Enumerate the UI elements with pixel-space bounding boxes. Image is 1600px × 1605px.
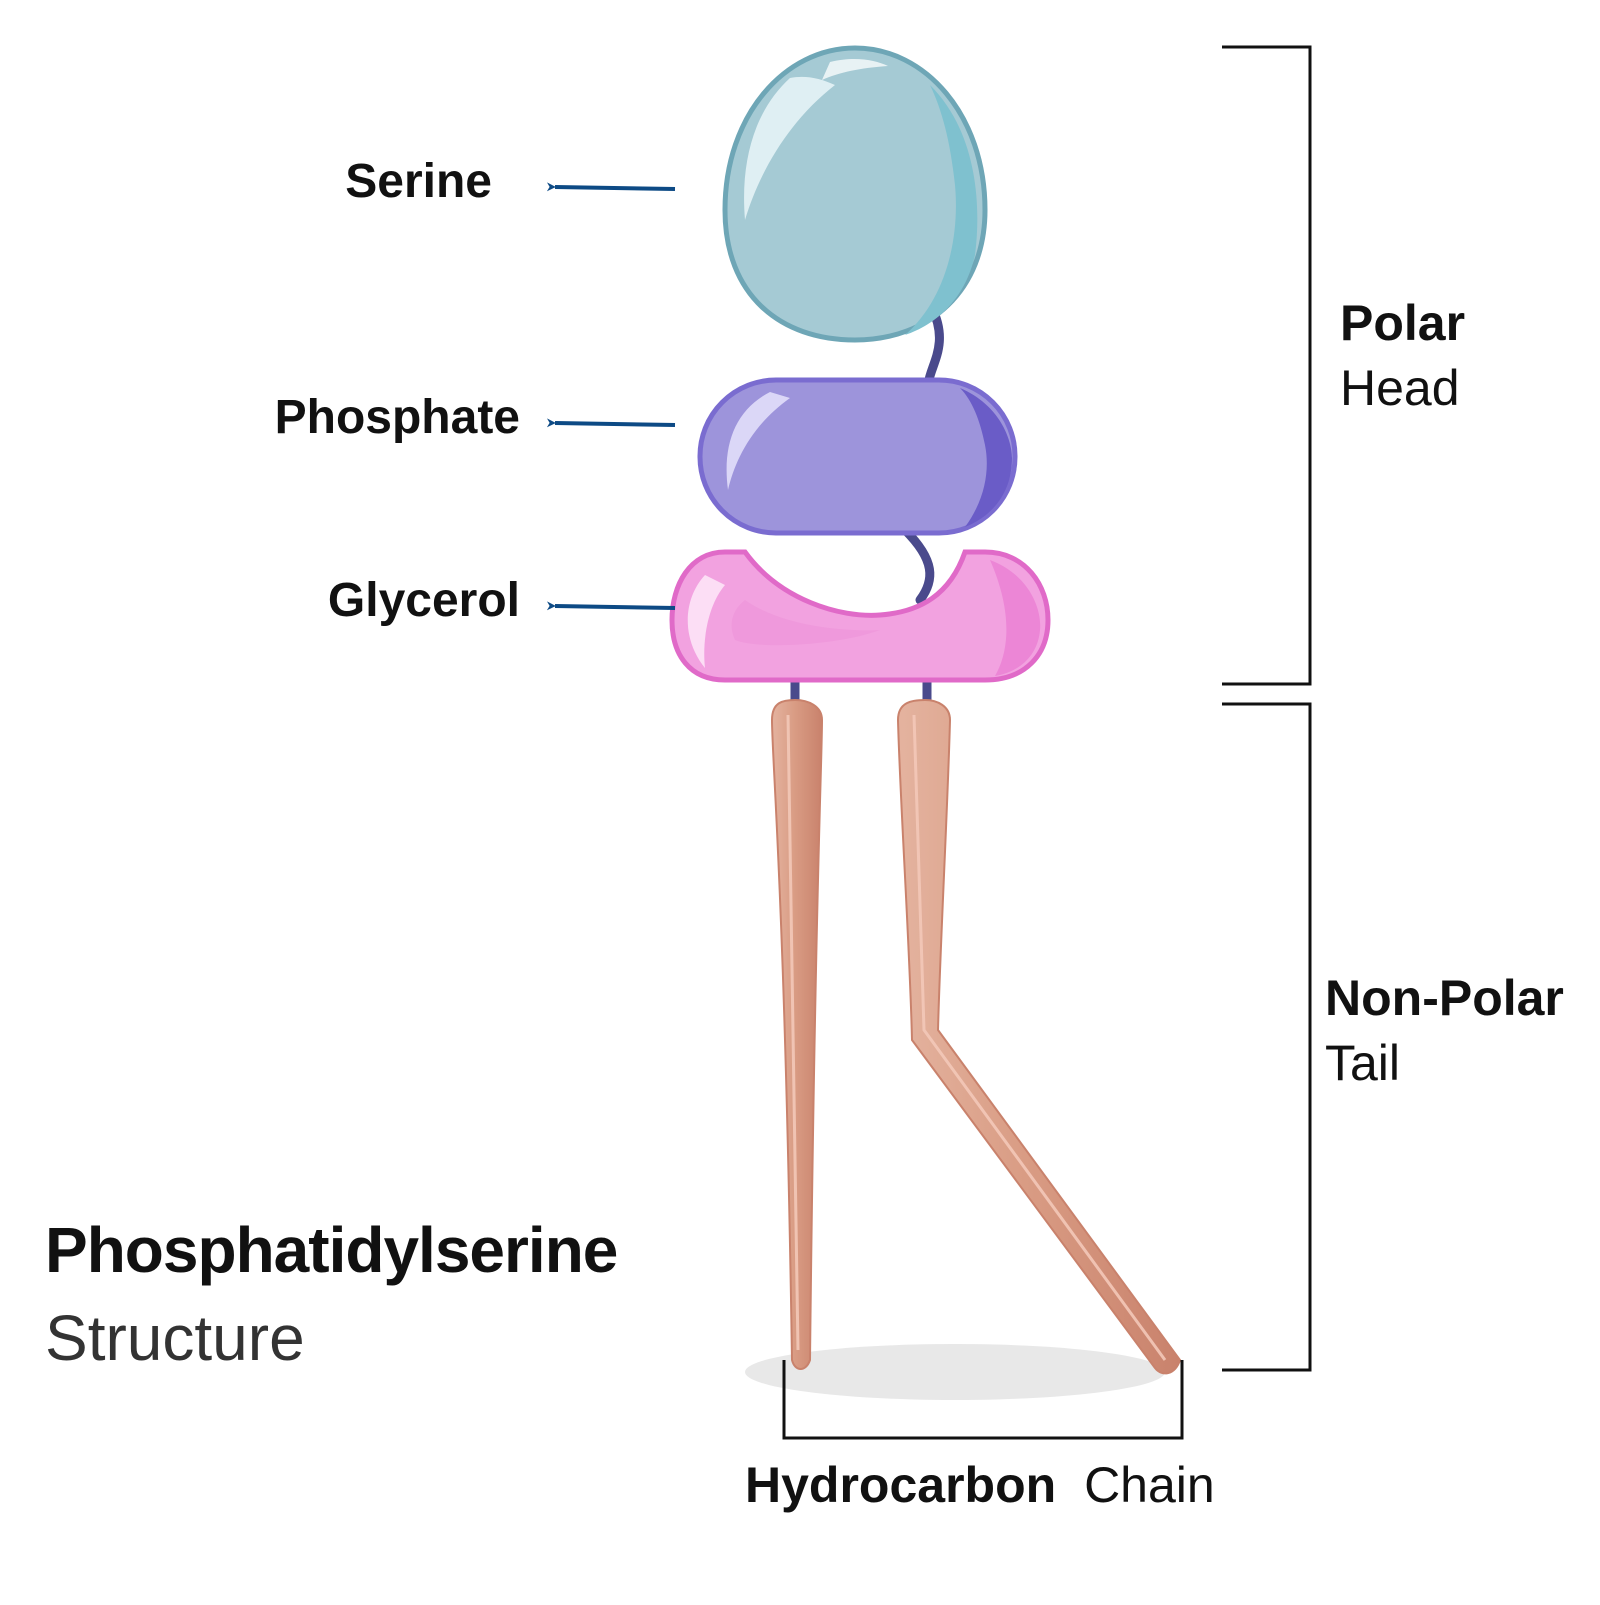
chain-label: Chain xyxy=(1084,1457,1215,1513)
hydrocarbon-chain-label: Hydrocarbon Chain xyxy=(745,1457,1215,1513)
diagram-title: Phosphatidylserine xyxy=(45,1214,617,1286)
phosphate-label: Phosphate xyxy=(275,391,520,444)
phosphate-glycerol-linker xyxy=(900,525,935,605)
phosphate-arrow xyxy=(546,418,676,428)
serine-label: Serine xyxy=(345,155,492,208)
nonpolar-tail-bracket xyxy=(1222,702,1312,1372)
serine-arrow xyxy=(546,182,676,192)
tail-label: Tail xyxy=(1325,1035,1400,1091)
glycerol-shape xyxy=(669,549,1051,683)
phosphate-shape xyxy=(697,377,1018,536)
ground-shadow xyxy=(745,1344,1165,1400)
nonpolar-label: Non-Polar xyxy=(1325,970,1564,1026)
hydrocarbon-tail-right xyxy=(896,698,1182,1375)
hydrocarbon-label: Hydrocarbon xyxy=(745,1457,1056,1513)
head-label: Head xyxy=(1340,360,1460,416)
polar-head-bracket xyxy=(1222,45,1312,686)
glycerol-label: Glycerol xyxy=(328,574,520,627)
diagram-subtitle: Structure xyxy=(45,1302,305,1374)
glycerol-arrow xyxy=(546,601,676,611)
hydrocarbon-chain-bracket xyxy=(782,1360,1184,1440)
hydrocarbon-tail-left xyxy=(770,698,824,1370)
polar-label: Polar xyxy=(1340,295,1465,351)
serine-shape xyxy=(722,45,988,343)
